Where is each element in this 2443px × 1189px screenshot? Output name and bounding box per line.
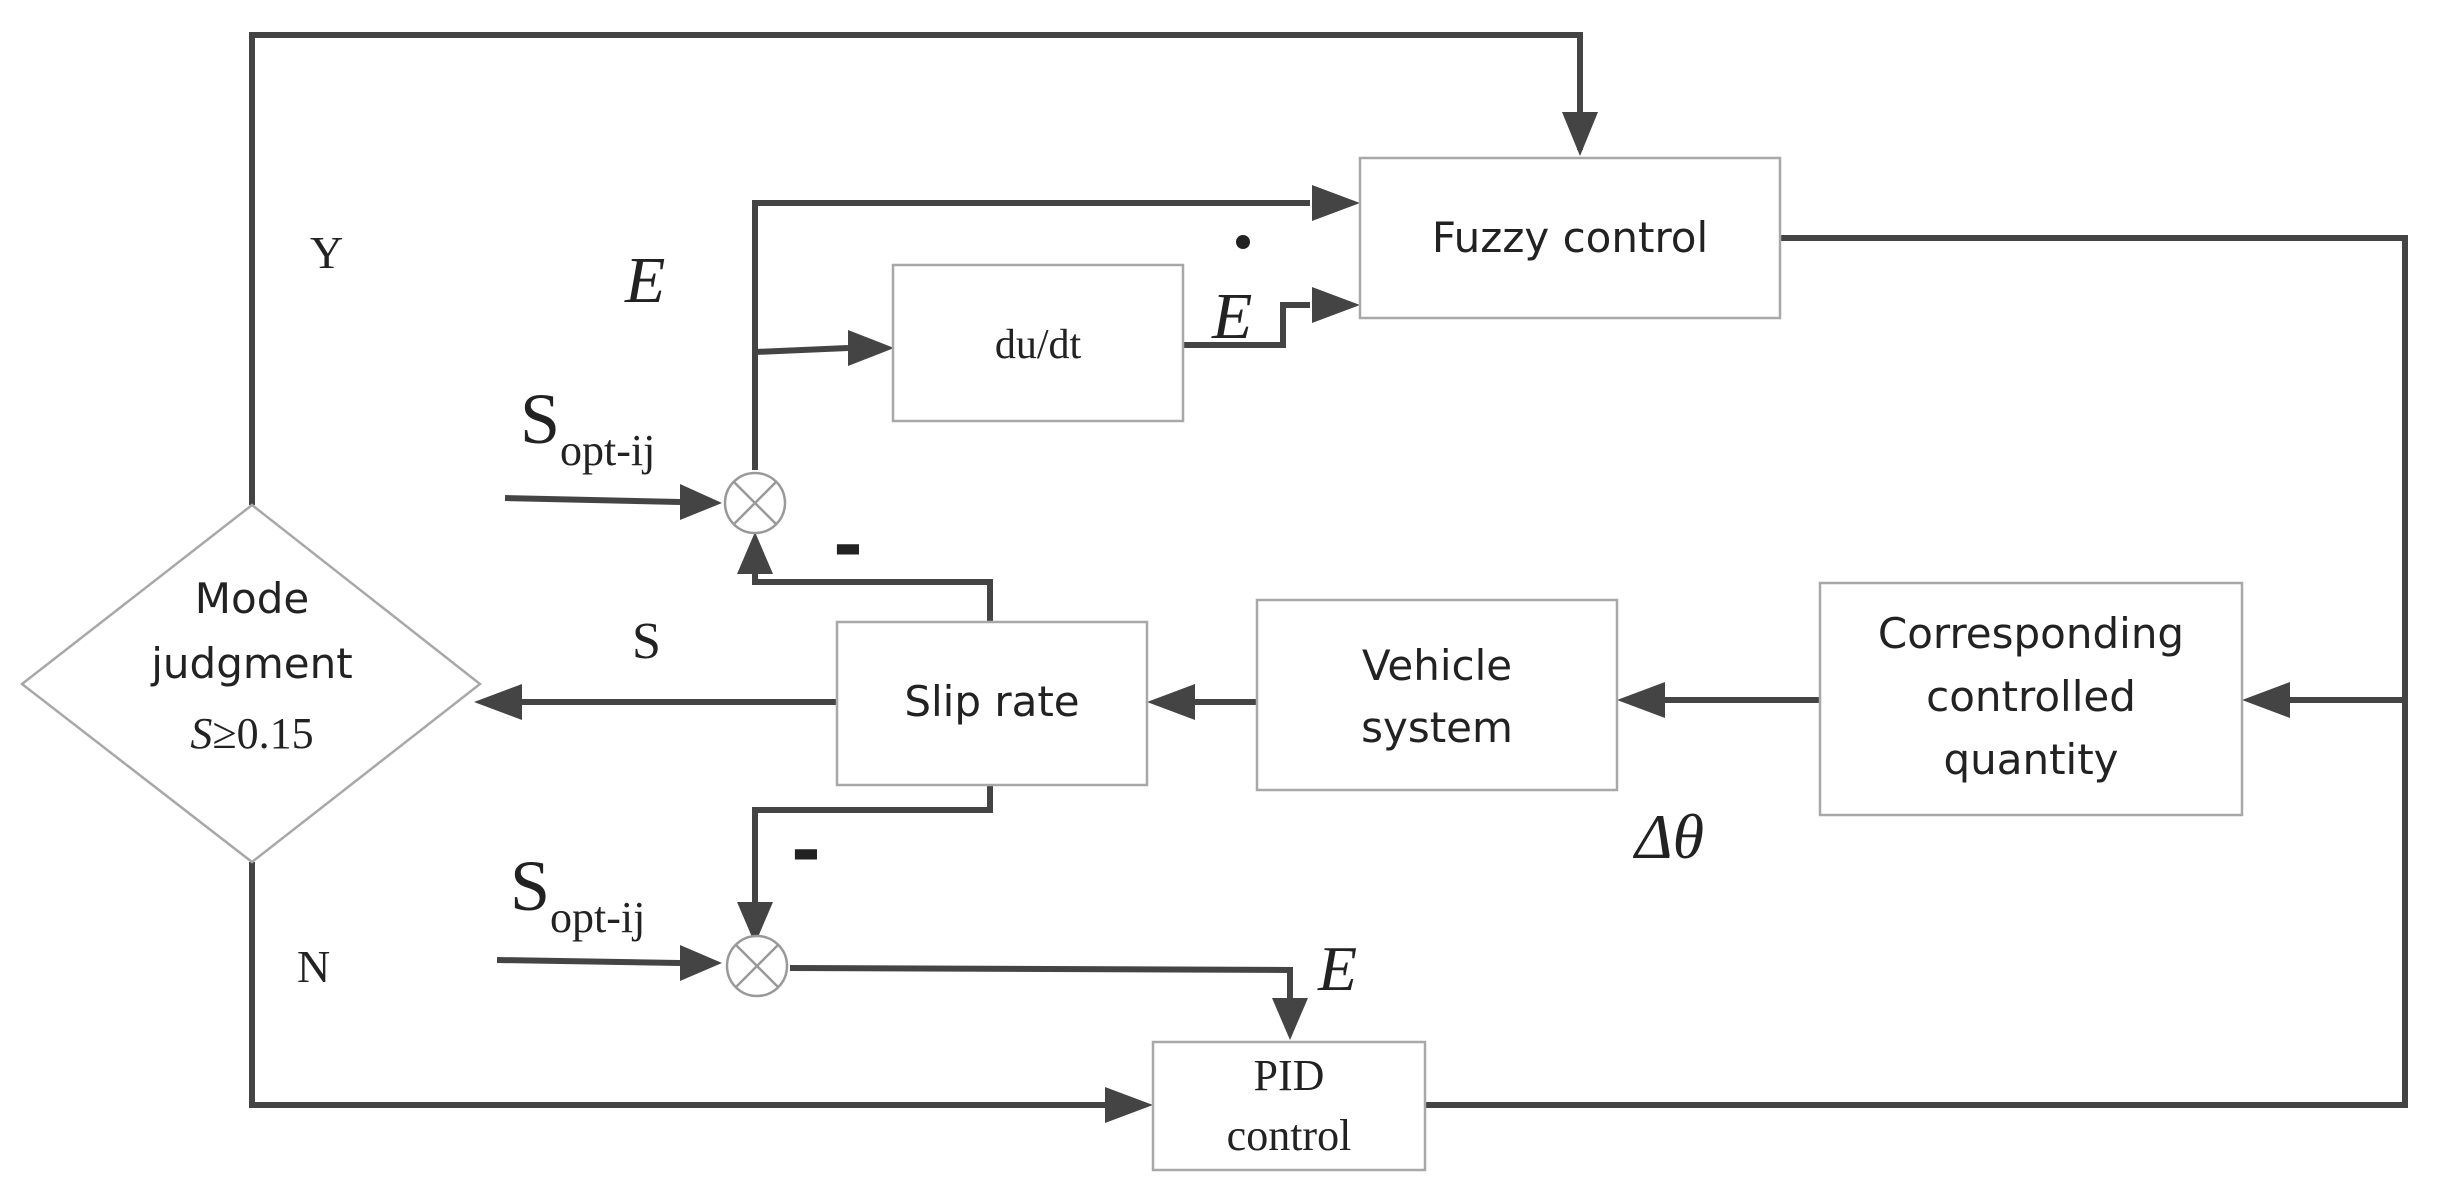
mode-judgment-label-2: judgment — [150, 639, 352, 688]
error-to-dudt-wire — [754, 345, 849, 355]
error-label-top: E — [624, 244, 665, 317]
pid-control-block — [1151, 1040, 1427, 1172]
summing-junction-top — [723, 471, 787, 535]
setpoint-top-sub: opt-ij — [560, 426, 655, 475]
setpoint-top-base: S — [520, 379, 560, 459]
minus-sign-bottom: - — [791, 808, 821, 892]
error-dot-label: E — [1211, 280, 1252, 353]
derivative-dot — [1236, 235, 1250, 249]
fuzzy-control-label: Fuzzy control — [1432, 213, 1708, 262]
vehicle-to-slip-arrowhead — [1147, 684, 1195, 720]
corresponding-to-vehicle-arrowhead — [1617, 682, 1665, 718]
slip-feedback-top-arrowhead — [737, 532, 773, 574]
slip-rate-label: Slip rate — [904, 677, 1079, 726]
no-branch-label: N — [297, 941, 330, 992]
pid-label-1: PID — [1254, 1051, 1325, 1100]
error-to-pid-arrowhead — [1272, 998, 1308, 1040]
vehicle-system-label-2: system — [1361, 703, 1513, 752]
slip-to-mode-arrowhead — [474, 684, 522, 720]
setpoint-top-arrowhead — [680, 484, 722, 520]
error-to-fuzzy-arrowhead — [1312, 185, 1360, 221]
mode-condition-value: 0.15 — [237, 709, 314, 758]
minus-sign-top: - — [833, 503, 863, 587]
error-to-fuzzy-wire — [752, 200, 1310, 470]
vehicle-system-block — [1255, 598, 1619, 792]
setpoint-top-wire — [504, 495, 681, 505]
corresponding-label-2: controlled — [1926, 672, 2136, 721]
summing-junction-bottom — [725, 934, 789, 998]
setpoint-bottom-arrowhead — [680, 945, 722, 981]
yes-branch-arrowhead — [1562, 112, 1598, 156]
slip-feedback-bottom-arrowhead — [737, 902, 773, 944]
mode-judgment-diamond — [19, 503, 483, 864]
yes-branch-wire — [249, 32, 1583, 505]
delta-theta-label: Δθ — [1632, 801, 1704, 872]
fuzzy-control-block — [1358, 156, 1782, 320]
setpoint-label-top: Sopt-ij — [520, 379, 655, 475]
mode-condition: S≥0.15 — [190, 709, 313, 758]
slip-feedback-bottom-wire — [752, 785, 993, 905]
slip-rate-block — [835, 620, 1149, 787]
setpoint-bottom-wire — [496, 957, 681, 966]
no-branch-wire — [249, 862, 1105, 1108]
pid-label-2: control — [1227, 1111, 1352, 1160]
error-to-dudt-arrowhead — [848, 330, 894, 366]
no-branch-arrowhead — [1105, 1087, 1153, 1123]
rail-to-corresponding-arrowhead — [2242, 682, 2290, 718]
edot-to-fuzzy-wire — [1182, 302, 1310, 348]
dudt-block — [891, 263, 1185, 423]
setpoint-bottom-sub: opt-ij — [550, 893, 645, 942]
corresponding-label-1: Corresponding — [1878, 609, 2184, 658]
yes-branch-label: Y — [310, 227, 343, 278]
edot-to-fuzzy-arrowhead — [1312, 287, 1360, 323]
corresponding-label-3: quantity — [1943, 735, 2118, 784]
setpoint-label-bottom: Sopt-ij — [510, 846, 645, 942]
slip-feedback-top-wire — [752, 570, 993, 622]
mode-judgment-label-1: Mode — [195, 574, 309, 623]
vehicle-system-label-1: Vehicle — [1362, 641, 1512, 690]
dudt-label: du/dt — [995, 322, 1082, 368]
mode-condition-var: S — [190, 709, 212, 758]
fuzzy-output-wire — [1425, 235, 2408, 1108]
error-label-bottom: E — [1317, 933, 1357, 1004]
error-to-pid-wire — [789, 965, 1293, 1000]
corresponding-quantity-block — [1818, 581, 2244, 817]
slip-signal-label: S — [632, 613, 661, 670]
setpoint-bottom-base: S — [510, 846, 550, 926]
mode-condition-op: ≥ — [212, 709, 236, 758]
